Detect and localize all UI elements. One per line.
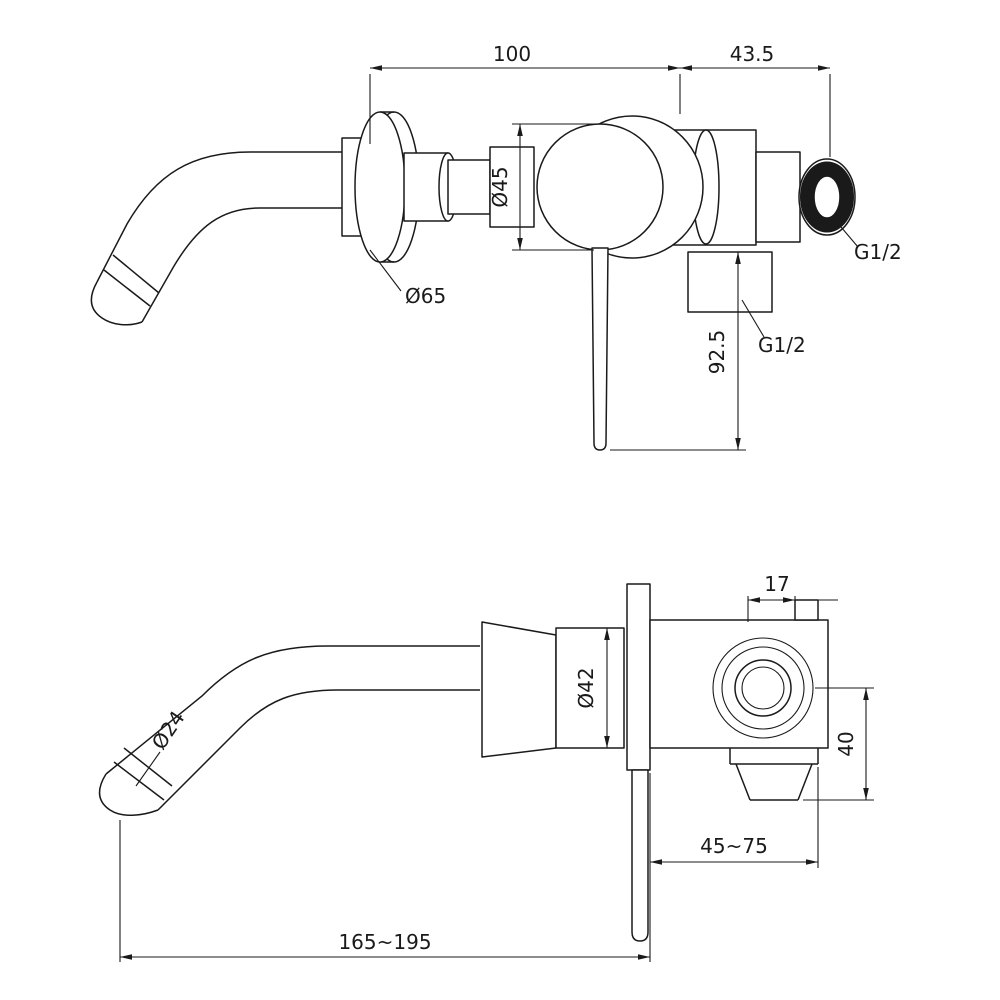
leader-line-d65	[369, 249, 402, 292]
hub-neck	[447, 159, 491, 215]
concealed-body	[649, 619, 829, 749]
dim-label-17: 17	[764, 572, 789, 596]
spout-holder-cone	[481, 621, 557, 758]
spout-rim-line	[123, 747, 173, 787]
dim-label-92-5: 92.5	[705, 330, 729, 375]
dim-label-43-5: 43.5	[730, 42, 775, 66]
front-spout	[90, 151, 368, 326]
front-view: 100 43.5 Ø45 Ø65 G1/2 G1/2 92.5	[90, 42, 902, 451]
front-dimensions: 100 43.5 Ø45 Ø65 G1/2 G1/2 92.5	[369, 42, 902, 451]
spout-tip-cap	[98, 773, 159, 816]
dim-label-d42: Ø42	[574, 667, 598, 708]
inlet-ring-bore	[813, 175, 841, 219]
handle-lever	[591, 247, 609, 451]
outlet-taper	[735, 763, 751, 801]
dim-label-45-75: 45~75	[700, 834, 768, 858]
spout-inner-edge	[141, 207, 368, 323]
front-body	[536, 115, 856, 451]
leader-line-d24	[135, 751, 161, 787]
thread-label-top: G1/2	[854, 240, 902, 264]
spout-outer-edge	[96, 151, 368, 283]
inlet-circle-mid	[721, 646, 805, 730]
plan-spout	[98, 645, 480, 816]
hub-disc	[489, 146, 535, 228]
dim-label-d65: Ø65	[405, 284, 446, 308]
dim-label-100: 100	[493, 42, 531, 66]
plan-dimensions: Ø24 17 Ø42 40 45~75 165~195	[119, 572, 874, 962]
wall-plate	[626, 583, 651, 771]
leader-line-g12-top	[840, 226, 859, 248]
plan-body	[481, 583, 829, 942]
spout-rim-line	[103, 269, 151, 307]
flange-front	[354, 111, 406, 263]
inlet-circle-inner	[741, 666, 785, 710]
spout-inner-edge	[157, 689, 480, 811]
valve-body-lower	[687, 251, 773, 313]
body-cylinder	[555, 627, 625, 749]
mounting-tab	[794, 599, 819, 621]
spout-outer-edge	[105, 645, 480, 775]
leader-line-g12-bottom	[741, 299, 765, 338]
inlet-circle-bore	[734, 659, 792, 717]
inlet-circle-outer	[712, 637, 814, 739]
handle-lever	[631, 769, 649, 942]
dim-label-d45: Ø45	[488, 166, 512, 207]
plan-view: Ø24 17 Ø42 40 45~75 165~195	[98, 572, 874, 962]
thread-label-bottom: G1/2	[758, 333, 806, 357]
inlet-fitting	[755, 151, 801, 243]
dim-label-d24: Ø24	[147, 706, 190, 754]
spout-rim-line	[112, 254, 160, 294]
handle-dome	[536, 123, 664, 251]
dim-label-165-195: 165~195	[338, 930, 431, 954]
outlet-taper	[797, 763, 813, 801]
inlet-ring-band	[800, 161, 854, 233]
front-flange	[341, 111, 535, 263]
dim-label-40: 40	[834, 731, 858, 756]
spout-tip-cap	[90, 281, 143, 326]
